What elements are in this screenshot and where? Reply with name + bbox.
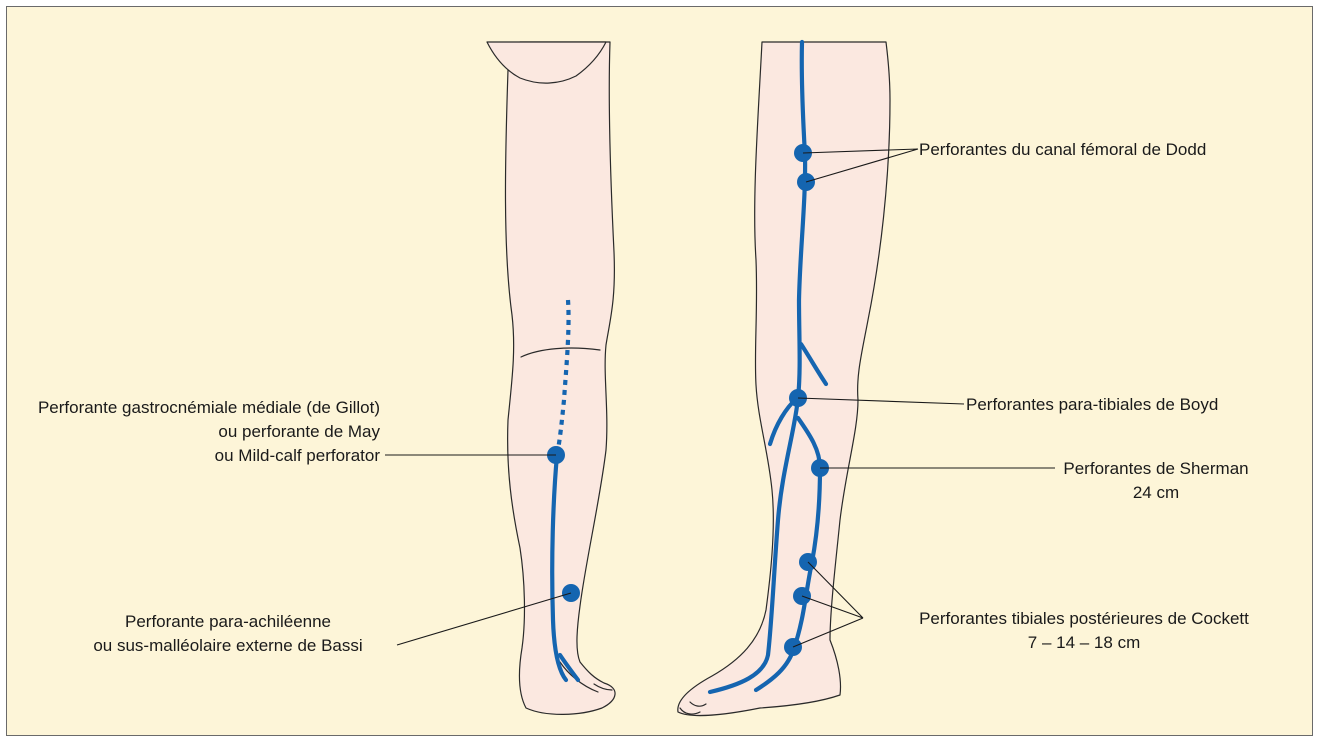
- sherman-label: Perforantes de Sherman: [1063, 459, 1248, 478]
- gillot-label-line3: ou Mild-calf perforator: [215, 446, 381, 465]
- bassi-label-line2: ou sus-malléolaire externe de Bassi: [93, 636, 362, 655]
- right-leg-outline: [678, 42, 890, 715]
- dodd-label: Perforantes du canal fémoral de Dodd: [919, 140, 1206, 159]
- gillot-label-line1: Perforante gastrocnémiale médiale (de Gi…: [38, 398, 380, 417]
- labels: Perforantes du canal fémoral de Dodd Per…: [38, 140, 1249, 655]
- sherman-distance: 24 cm: [1133, 483, 1179, 502]
- right-leg: [678, 42, 890, 715]
- cockett-label: Perforantes tibiales postérieures de Coc…: [919, 609, 1249, 628]
- cockett-distances: 7 – 14 – 18 cm: [1028, 633, 1140, 652]
- left-leg-outline: [505, 42, 615, 714]
- bassi-label-line1: Perforante para-achiléenne: [125, 612, 331, 631]
- gillot-label-line2: ou perforante de May: [218, 422, 380, 441]
- boyd-label: Perforantes para-tibiales de Boyd: [966, 395, 1218, 414]
- leader-lines: [385, 149, 1055, 647]
